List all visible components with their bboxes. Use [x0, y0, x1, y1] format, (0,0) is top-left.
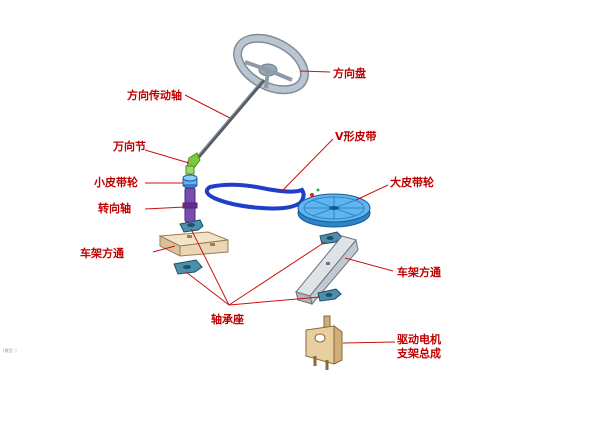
steering-wheel [229, 28, 313, 101]
label-steering-axle: 转向轴 [98, 201, 131, 215]
steering-shaft [195, 79, 264, 160]
leader-v-belt [282, 139, 333, 191]
leader-steering-shaft [185, 95, 230, 118]
leader-bearing-2 [186, 272, 229, 305]
leader-large-pulley [356, 185, 388, 200]
label-universal-joint: 万向节 [112, 139, 146, 153]
label-motor-bracket-line2: 支架总成 [396, 346, 441, 360]
universal-joint [186, 153, 200, 174]
small-pulley [183, 175, 197, 188]
label-v-belt: V形皮带 [335, 129, 377, 143]
label-steering-shaft: 方向传动轴 [127, 88, 182, 102]
motor-bracket-assembly [306, 316, 342, 370]
label-large-pulley: 大皮带轮 [390, 175, 434, 189]
label-bearing-seat: 轴承座 [211, 312, 244, 326]
bearing-seat-left-lower [174, 260, 202, 274]
label-frame-tube-right: 车架方通 [397, 265, 441, 279]
v-belt [207, 185, 304, 209]
leader-motor-bracket [343, 342, 395, 343]
leader-steering-axle [145, 207, 185, 209]
label-motor-bracket-line1: 驱动电机 [397, 332, 441, 346]
steering-axle [183, 188, 197, 222]
leader-frame-tube-right [345, 258, 393, 271]
leader-universal-joint [145, 150, 189, 163]
label-steering-wheel: 方向盘 [333, 66, 366, 80]
large-pulley [298, 189, 370, 228]
label-frame-tube-left: 车架方通 [80, 246, 124, 260]
label-small-pulley: 小皮带轮 [93, 175, 138, 189]
corner-note: (模型: ) [3, 347, 17, 353]
